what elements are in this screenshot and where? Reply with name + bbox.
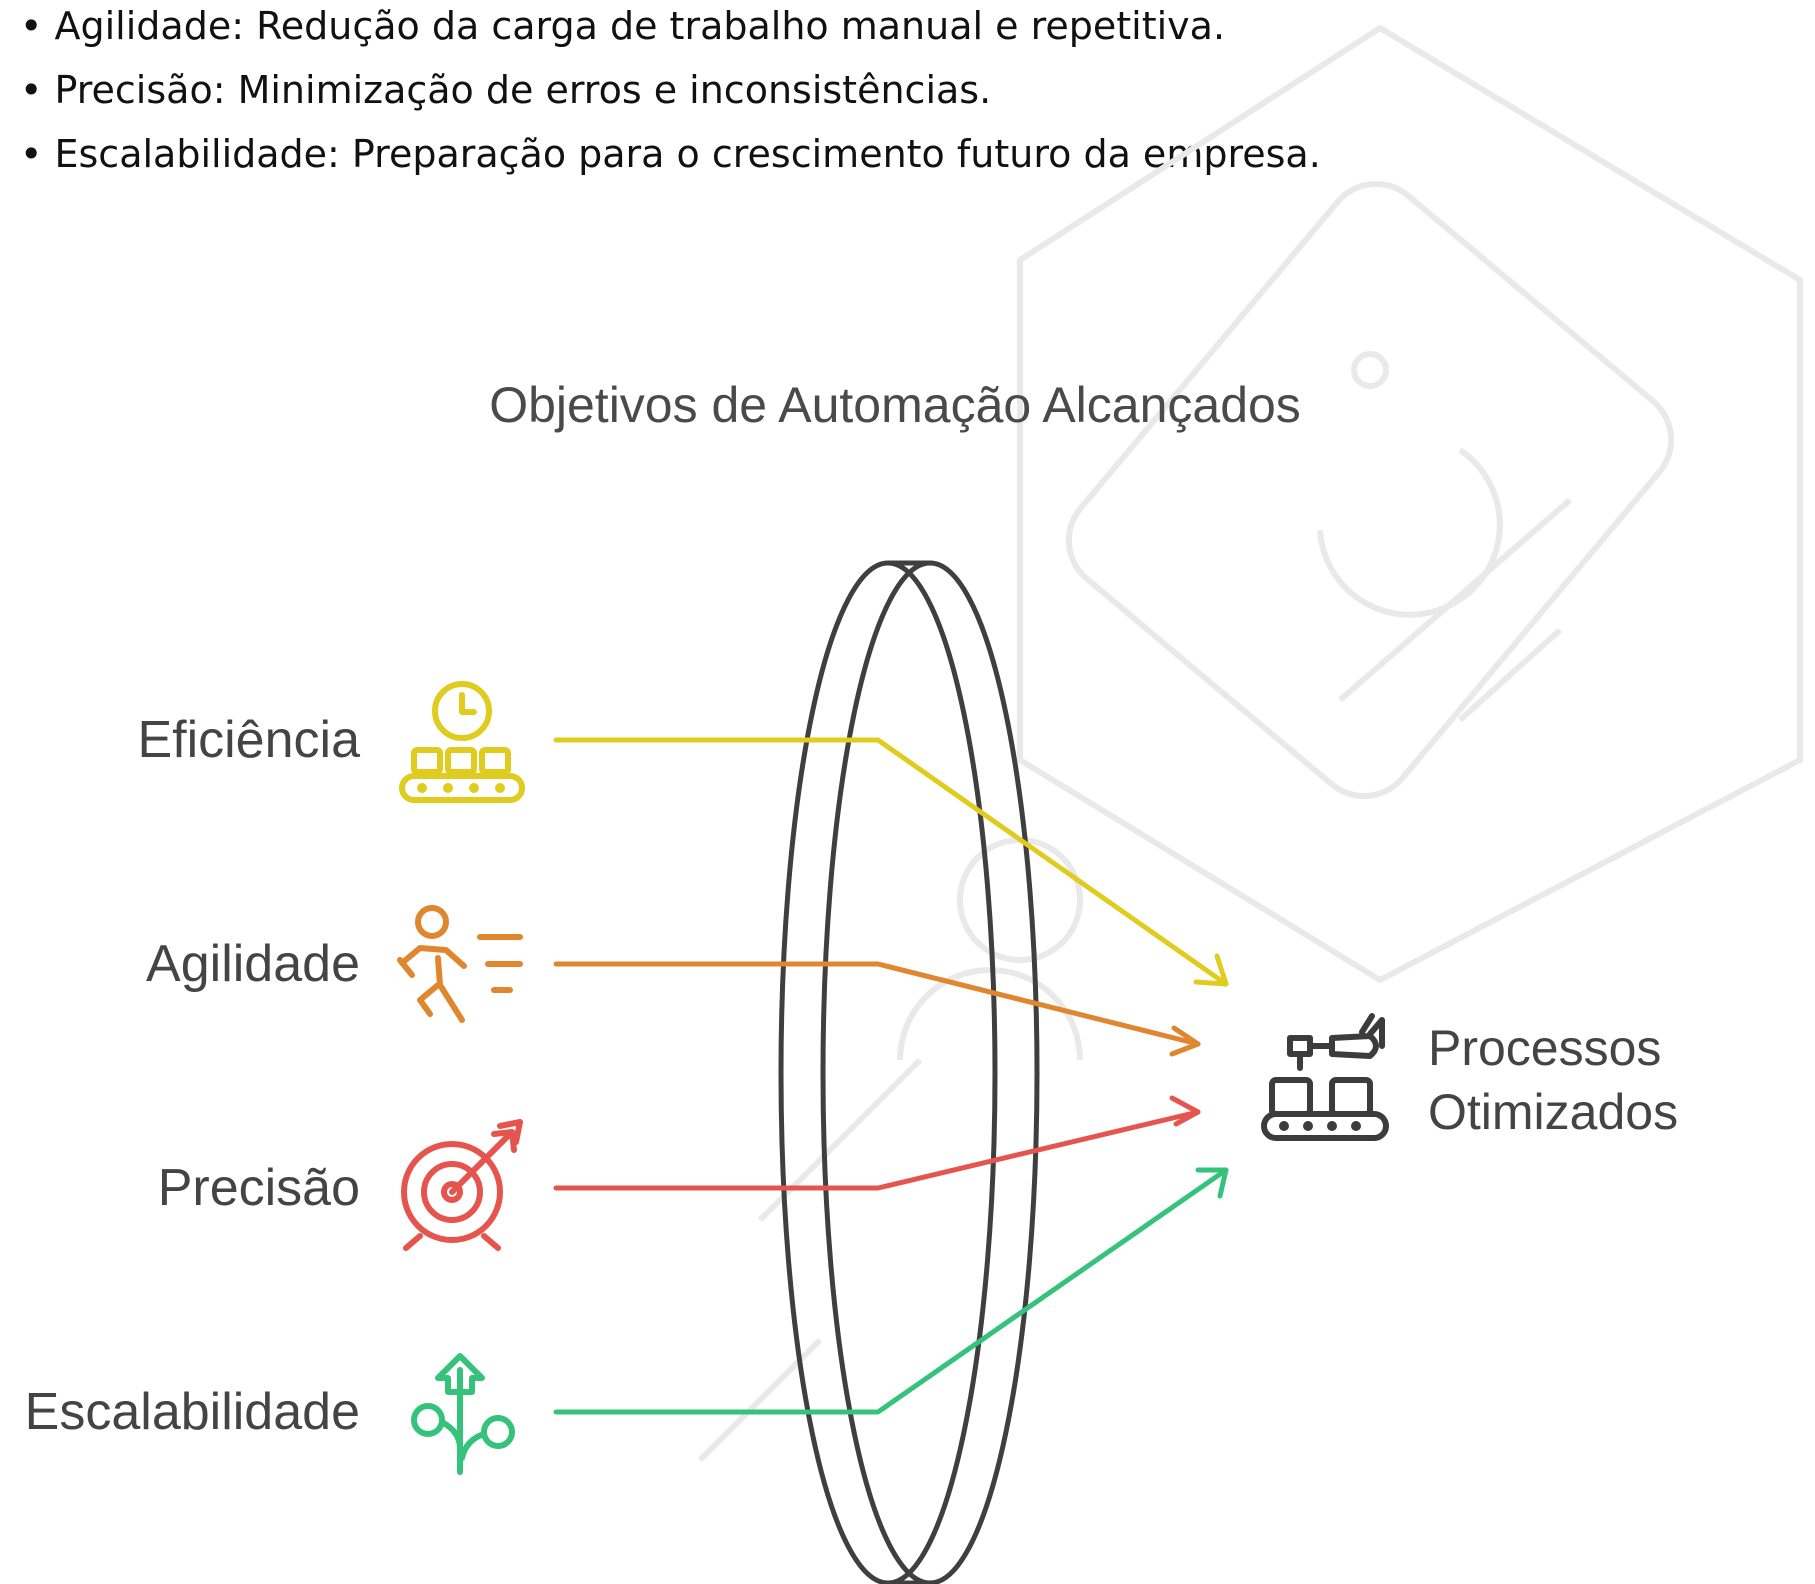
connector-eficiencia [553, 737, 1229, 987]
label-precisao: Precisão [157, 1159, 360, 1217]
label-agilidade: Agilidade [146, 935, 360, 993]
output-label: Processos Otimizados [1428, 1016, 1678, 1144]
diagram-title: Objetivos de Automação Alcançados [489, 377, 1301, 433]
bullet-agilidade: Agilidade: Redução da carga de trabalho … [20, 0, 1321, 58]
label-eficiencia: Eficiência [137, 711, 360, 769]
lens-icon [778, 560, 1040, 1584]
growth-plant-icon [411, 1353, 515, 1475]
connector-agilidade [553, 961, 1201, 1057]
connector-precisao [553, 1095, 1201, 1191]
label-escalabilidade: Escalabilidade [24, 1383, 360, 1441]
connector-escalabilidade [553, 1167, 1229, 1415]
hexagon-logo-watermark [697, 25, 1803, 1463]
robotic-conveyor-icon [1261, 1013, 1389, 1141]
conveyor-clock-icon [399, 681, 525, 803]
running-person-icon [397, 905, 523, 1023]
output-label-line-1: Processos [1428, 1020, 1662, 1076]
bullet-precisao: Precisão: Minimização de erros e inconsi… [20, 58, 1321, 122]
target-arrow-icon [401, 1119, 523, 1251]
output-label-line-2: Otimizados [1428, 1084, 1679, 1140]
bullet-list: Agilidade: Redução da carga de trabalho … [20, 0, 1321, 186]
bullet-escalabilidade: Escalabilidade: Preparação para o cresci… [20, 122, 1321, 186]
